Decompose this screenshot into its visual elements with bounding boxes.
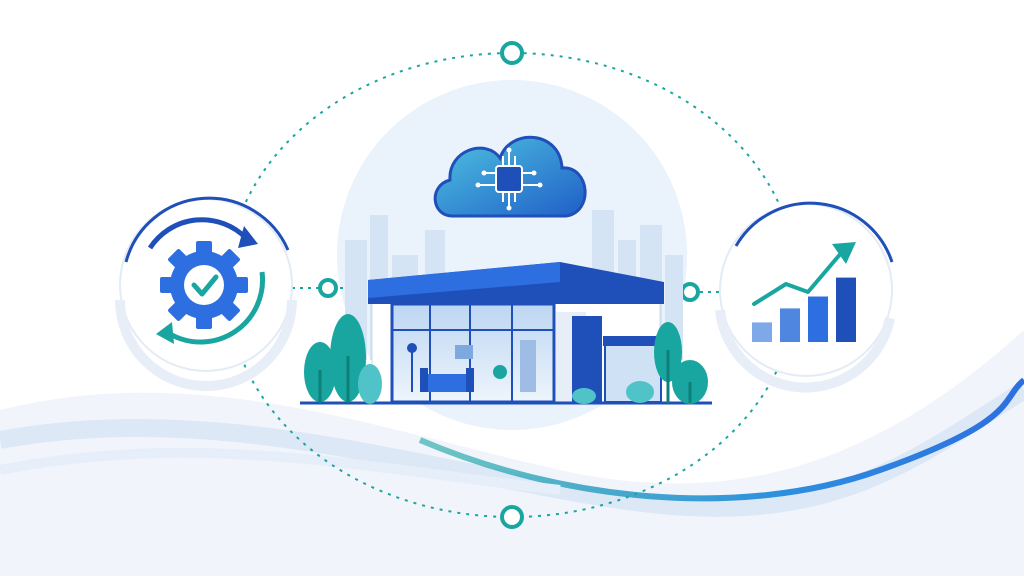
chart-bar-4 xyxy=(836,277,856,342)
chart-bar-2 xyxy=(780,308,800,342)
cloud-chip-icon xyxy=(433,135,587,218)
chart-bar-1 xyxy=(752,322,772,342)
growth-bar-chart-icon xyxy=(715,201,895,393)
storefront-building-icon xyxy=(300,262,712,405)
background-waves xyxy=(0,330,1024,576)
chart-bar-3 xyxy=(808,296,828,342)
trees xyxy=(304,314,708,404)
orbit-node-top xyxy=(500,41,524,65)
gear-check-sync-icon xyxy=(115,196,297,391)
orbit-node-bottom xyxy=(500,505,524,529)
chart-bars xyxy=(752,277,856,342)
